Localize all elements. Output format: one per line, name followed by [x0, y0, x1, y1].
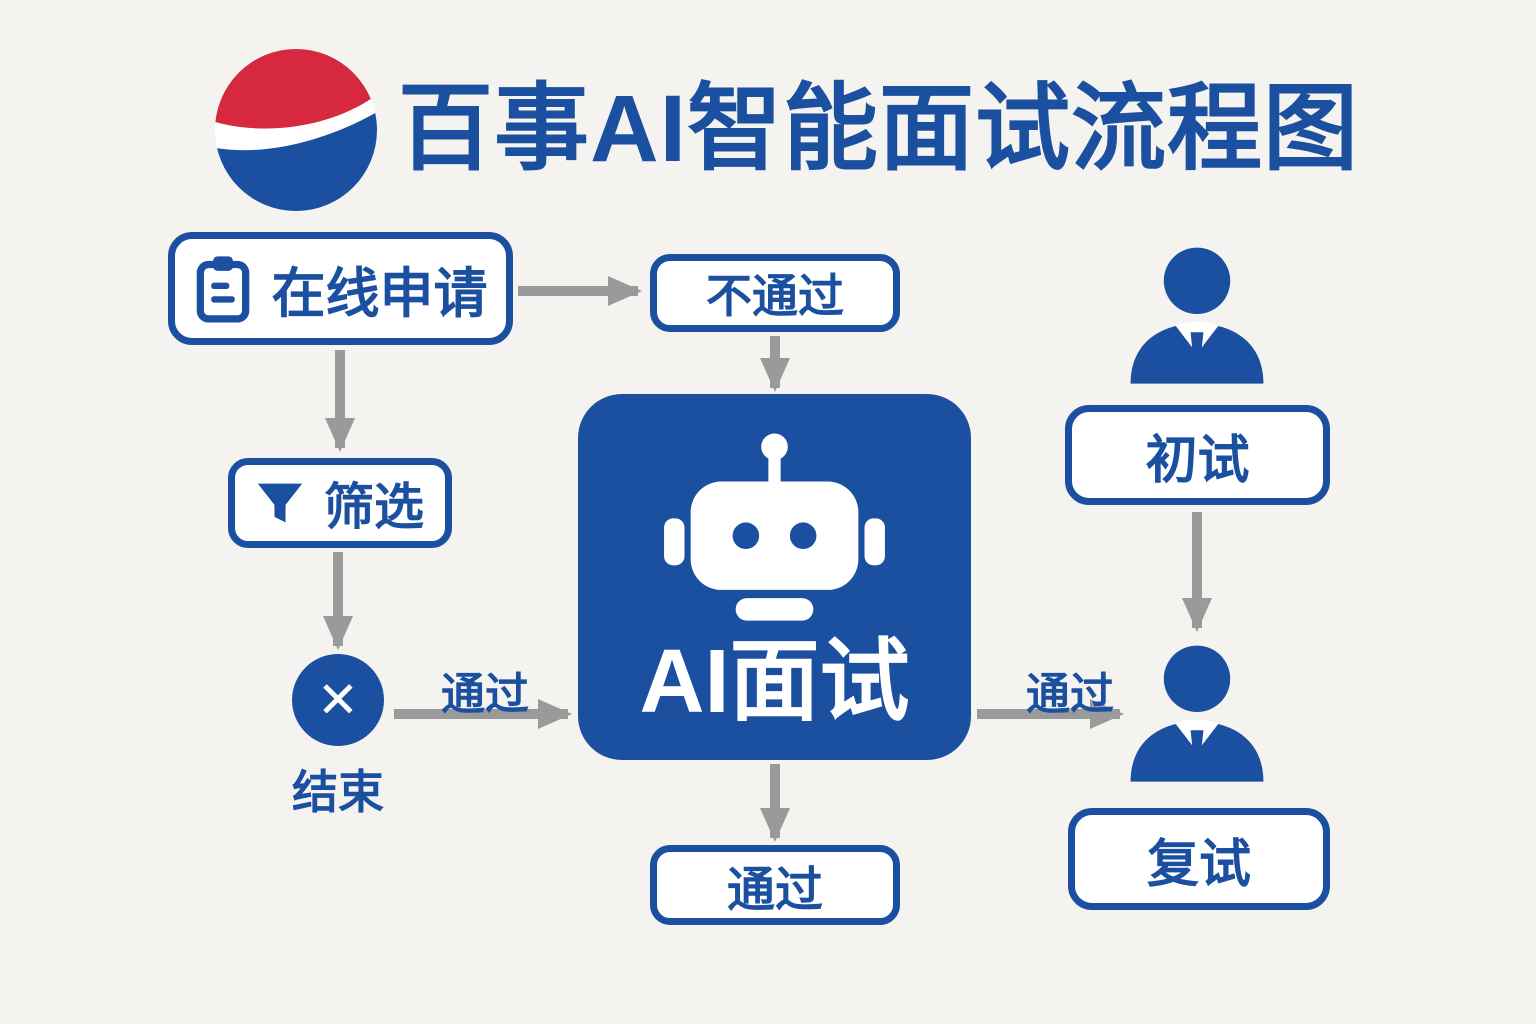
node-end-label: 结束 — [292, 766, 384, 818]
node-first-interview: 初试 — [1065, 405, 1330, 505]
node-pass: 通过 — [650, 845, 900, 925]
node-not-pass: 不通过 — [650, 254, 900, 332]
person-icon — [1130, 645, 1264, 782]
node-second-interview-label: 复试 — [1146, 835, 1251, 894]
pepsi-logo — [215, 49, 377, 211]
node-online-application: 在线申请 — [168, 232, 513, 345]
page-title: 百事AI智能面试流程图 — [398, 76, 1360, 182]
robot-icon — [664, 432, 885, 621]
node-screening-label: 筛选 — [324, 479, 424, 535]
node-screening: 筛选 — [228, 458, 452, 548]
node-not-pass-label: 不通过 — [706, 270, 844, 322]
node-ai-interview: AI面试 — [578, 394, 971, 760]
node-end: ✕ — [292, 654, 384, 746]
node-first-interview-label: 初试 — [1145, 431, 1250, 490]
clipboard-icon — [196, 255, 249, 323]
edge-label-pass-left: 通过 — [441, 670, 529, 719]
node-pass-label: 通过 — [726, 864, 823, 917]
edge-label-pass-right: 通过 — [1026, 670, 1114, 719]
node-online-application-label: 在线申请 — [271, 264, 488, 324]
funnel-icon — [257, 483, 303, 523]
node-ai-interview-label: AI面试 — [639, 631, 910, 732]
person-icon — [1130, 247, 1264, 384]
node-second-interview: 复试 — [1068, 808, 1330, 910]
x-icon: ✕ — [317, 672, 359, 728]
